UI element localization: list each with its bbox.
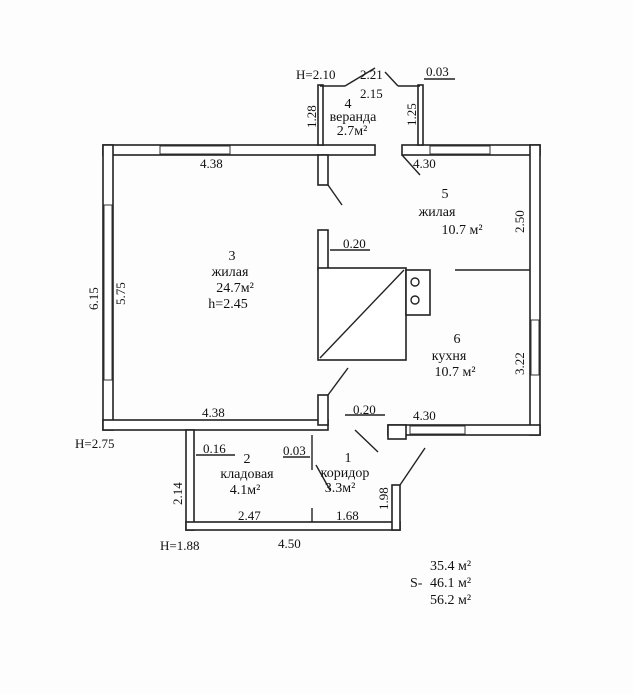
svg-text:0.20: 0.20	[343, 236, 366, 251]
svg-text:2.14: 2.14	[170, 482, 185, 505]
svg-text:3.22: 3.22	[512, 352, 527, 375]
svg-text:2.47: 2.47	[238, 508, 261, 523]
svg-text:H=2.75: H=2.75	[75, 436, 114, 451]
room-6-label: 6 кухня 10.7 м²	[432, 332, 476, 380]
room-2-label: 2 кладовая 4.1м²	[220, 452, 274, 498]
room-1-label: 1 коридор 3.3м²	[321, 451, 370, 496]
svg-text:1.98: 1.98	[376, 487, 391, 510]
svg-text:2.15: 2.15	[360, 86, 383, 101]
svg-text:коридор: коридор	[321, 466, 370, 481]
svg-text:жилая: жилая	[211, 265, 249, 280]
room-4-label: 4 веранда 2.7м²	[330, 97, 378, 139]
svg-text:35.4 м²: 35.4 м²	[430, 559, 471, 574]
svg-text:4.38: 4.38	[202, 405, 225, 420]
svg-text:3: 3	[229, 249, 236, 264]
svg-text:H=2.10: H=2.10	[296, 67, 335, 82]
svg-text:4.38: 4.38	[200, 156, 223, 171]
svg-text:46.1 м²: 46.1 м²	[430, 576, 471, 591]
svg-text:24.7м²: 24.7м²	[216, 281, 254, 296]
svg-text:6.15: 6.15	[86, 287, 101, 310]
svg-text:0.16: 0.16	[203, 441, 226, 456]
svg-text:10.7 м²: 10.7 м²	[434, 365, 475, 380]
svg-text:1.28: 1.28	[304, 105, 319, 128]
svg-text:0.20: 0.20	[353, 402, 376, 417]
svg-text:3.3м²: 3.3м²	[325, 481, 356, 496]
svg-text:0.03: 0.03	[426, 64, 449, 79]
svg-text:жилая: жилая	[418, 205, 456, 220]
svg-text:2: 2	[244, 452, 251, 467]
svg-text:2.50: 2.50	[512, 210, 527, 233]
svg-text:1.25: 1.25	[404, 103, 419, 126]
room-5-label: 5 жилая 10.7 м²	[418, 187, 483, 238]
room-3-label: 3 жилая 24.7м² h=2.45	[208, 249, 253, 312]
svg-text:5.75: 5.75	[113, 282, 128, 305]
dimension-labels: H=2.10 2.21 2.15 0.03 1.28 1.25 4.38 4.3…	[75, 64, 527, 553]
area-summary: 35.4 м² S- 46.1 м² 56.2 м²	[410, 559, 471, 608]
svg-text:H=1.88: H=1.88	[160, 538, 199, 553]
svg-text:4.30: 4.30	[413, 156, 436, 171]
svg-text:6: 6	[454, 332, 461, 347]
svg-text:кухня: кухня	[432, 349, 467, 364]
svg-text:1.68: 1.68	[336, 508, 359, 523]
svg-text:1: 1	[345, 451, 352, 466]
svg-text:2.21: 2.21	[360, 67, 383, 82]
svg-text:4: 4	[345, 97, 352, 112]
svg-text:S-: S-	[410, 576, 423, 591]
svg-text:4.30: 4.30	[413, 408, 436, 423]
svg-text:56.2 м²: 56.2 м²	[430, 593, 471, 608]
walls	[102, 67, 541, 531]
svg-text:h=2.45: h=2.45	[208, 297, 247, 312]
svg-text:4.50: 4.50	[278, 536, 301, 551]
svg-text:5: 5	[442, 187, 449, 202]
svg-text:2.7м²: 2.7м²	[337, 124, 368, 139]
svg-text:4.1м²: 4.1м²	[230, 483, 261, 498]
svg-text:кладовая: кладовая	[220, 467, 274, 482]
svg-text:0.03: 0.03	[283, 443, 306, 458]
svg-text:10.7 м²: 10.7 м²	[441, 223, 482, 238]
svg-text:веранда: веранда	[330, 110, 378, 125]
